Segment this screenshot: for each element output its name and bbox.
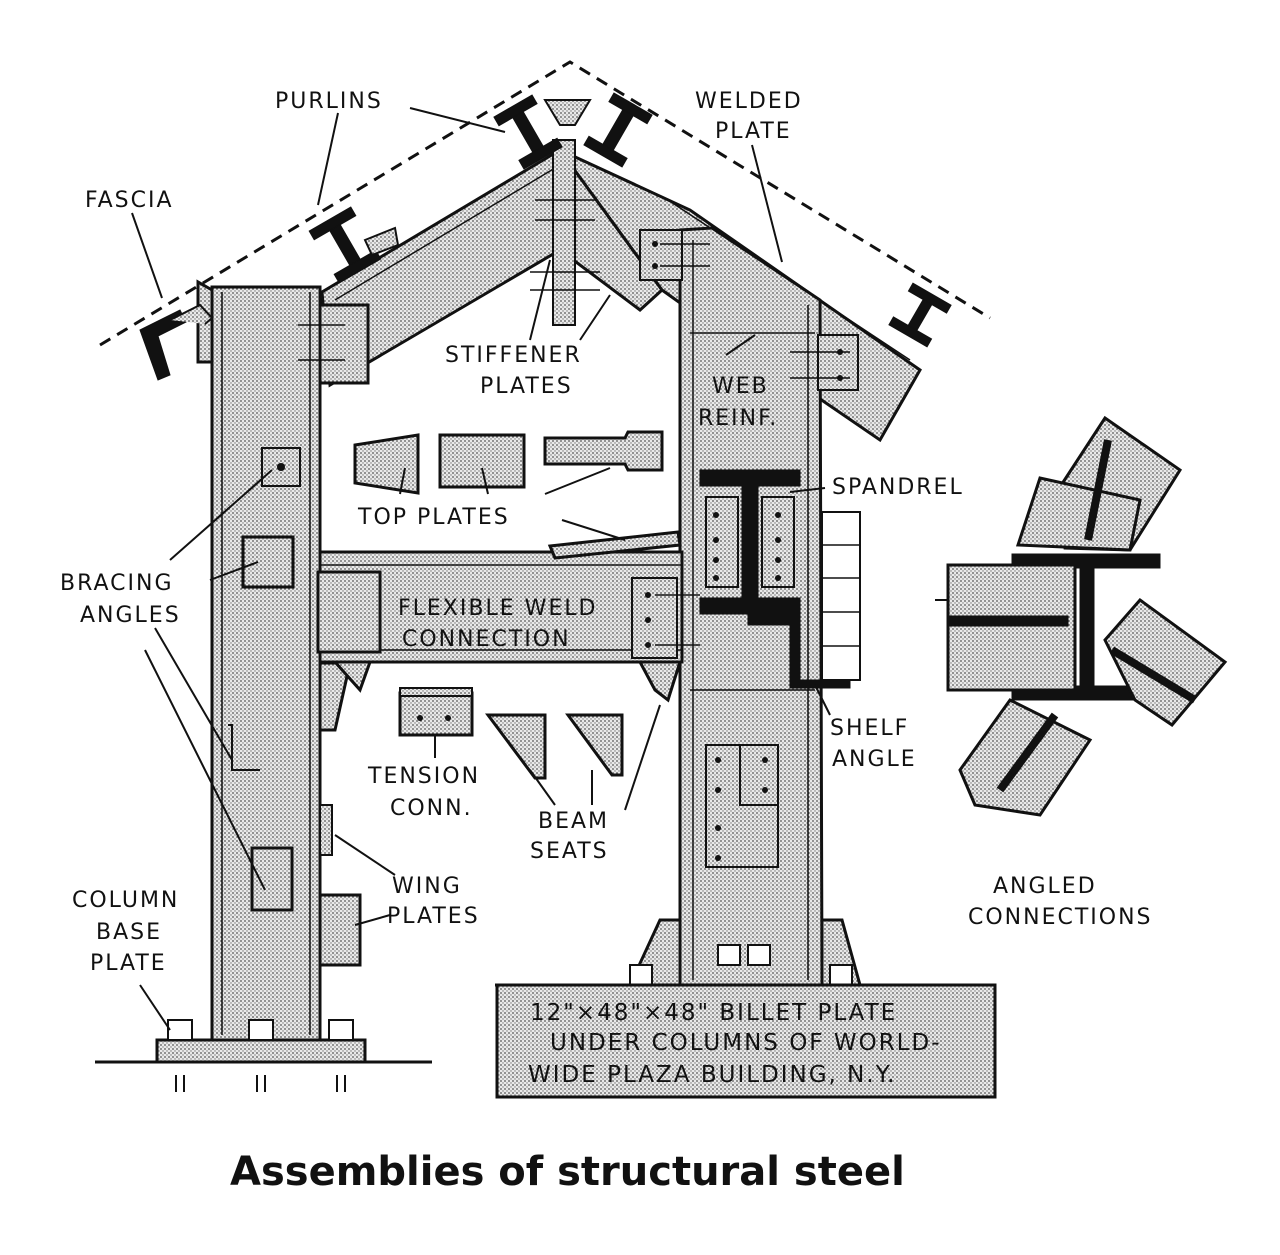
label-angled-connections: CONNECTIONS [968, 905, 1153, 930]
fascia-angle [139, 309, 187, 381]
rafter-column-connection [318, 303, 370, 385]
billet-plate-line2: UNDER COLUMNS OF WORLD- [550, 1030, 942, 1056]
billet-plate [495, 983, 997, 1099]
wing-plate-upper [319, 804, 333, 856]
label-beam: BEAM [538, 809, 609, 834]
label-column: COLUMN [72, 888, 179, 913]
label-wing-plates: PLATES [387, 904, 480, 929]
bracing-plate-mid [241, 535, 295, 589]
label-top-plates: TOP PLATES [357, 505, 510, 530]
label-spandrel: SPANDREL [832, 475, 964, 500]
label-angles: ANGLES [80, 603, 181, 628]
label-seats: SEATS [530, 839, 609, 864]
roof-line [99, 60, 991, 347]
welded-plate [639, 229, 683, 281]
label-stiffener-plates: PLATES [480, 374, 573, 399]
label-angled: ANGLED [993, 874, 1097, 899]
label-reinf: REINF. [698, 406, 778, 431]
top-plates [353, 430, 664, 495]
web-reinf-plate [817, 334, 859, 391]
label-tension: TENSION [367, 764, 480, 789]
beam-seat-left [485, 713, 547, 780]
label-wing: WING [392, 874, 462, 899]
column-base-plate [155, 1038, 367, 1064]
caption: Assemblies of structural steel [230, 1149, 905, 1195]
label-conn: CONN. [390, 796, 473, 821]
ridge-stiffener [552, 139, 576, 326]
label-shelf: SHELF [830, 716, 909, 741]
label-bracing: BRACING [60, 571, 174, 596]
base-bolts [167, 1019, 354, 1041]
label-flexible-weld: FLEXIBLE WELD [398, 596, 597, 621]
left-column [196, 279, 322, 1042]
angled-connections-detail [935, 415, 1228, 817]
billet-plate-line3: WIDE PLAZA BUILDING, N.Y. [528, 1062, 896, 1088]
spandrel-facade [821, 511, 861, 681]
label-welded: WELDED [695, 89, 803, 114]
bracing-plate-low [250, 846, 294, 912]
label-web: WEB [712, 374, 769, 399]
wing-plate-lower [318, 893, 362, 967]
label-connection: CONNECTION [402, 627, 571, 652]
labels: PURLINS WELDED PLATE FASCIA STIFFENER PL… [60, 89, 1153, 1195]
purlins [308, 92, 952, 348]
flexible-weld-beam [316, 530, 700, 664]
tension-connection [398, 691, 474, 737]
label-base-plate: PLATE [90, 951, 167, 976]
anchor-bolts [175, 1075, 346, 1092]
label-stiffener: STIFFENER [445, 343, 582, 368]
label-plate: PLATE [715, 119, 792, 144]
beam-seat-right [565, 713, 624, 777]
billet-plate-line1: 12"×48"×48" BILLET PLATE [530, 1000, 897, 1026]
label-shelf-angle: ANGLE [832, 747, 917, 772]
label-fascia: FASCIA [85, 188, 174, 213]
shelf-angle [747, 614, 851, 689]
leader-lines [131, 107, 831, 1031]
label-purlins: PURLINS [275, 89, 383, 114]
label-base: BASE [96, 920, 162, 945]
spandrel-beam [699, 469, 801, 615]
